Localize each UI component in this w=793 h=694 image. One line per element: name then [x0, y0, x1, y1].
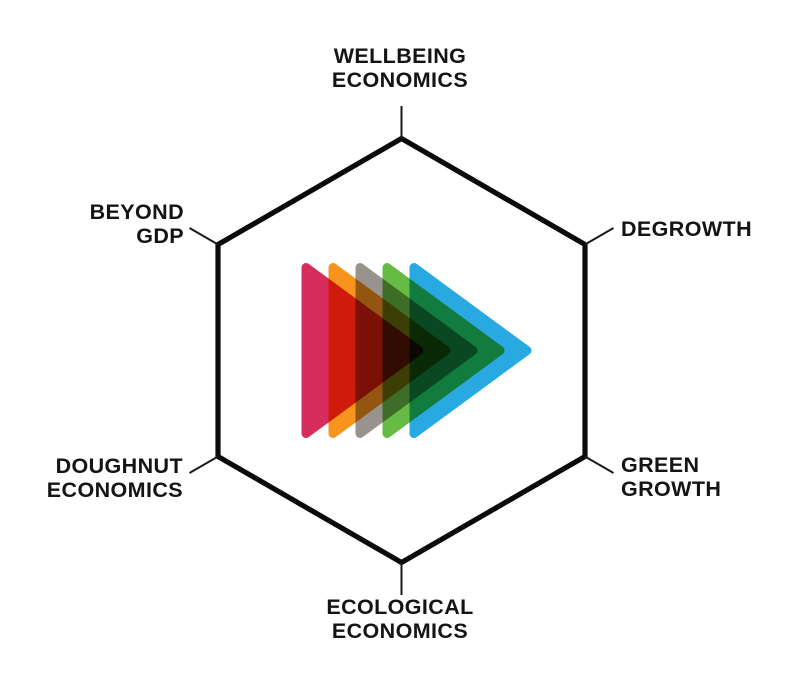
label-ecological-economics: ECOLOGICAL ECONOMICS [326, 595, 474, 643]
label-green-growth: GREEN GROWTH [621, 453, 722, 501]
blue-triangle [409, 263, 532, 438]
label-beyond-gdp: BEYOND GDP [89, 200, 184, 248]
vertex-tick-lower-right [584, 455, 615, 474]
label-degrowth: DEGROWTH [621, 217, 752, 241]
label-wellbeing-economics: WELLBEING ECONOMICS [331, 44, 469, 92]
vertex-tick-upper-right [584, 227, 615, 246]
triangle-stack [301, 263, 532, 438]
vertex-ticks [188, 106, 615, 595]
vertex-tick-upper-left [188, 227, 219, 246]
label-doughnut-economics: DOUGHNUT ECONOMICS [46, 454, 183, 502]
vertex-tick-lower-left [188, 455, 219, 474]
